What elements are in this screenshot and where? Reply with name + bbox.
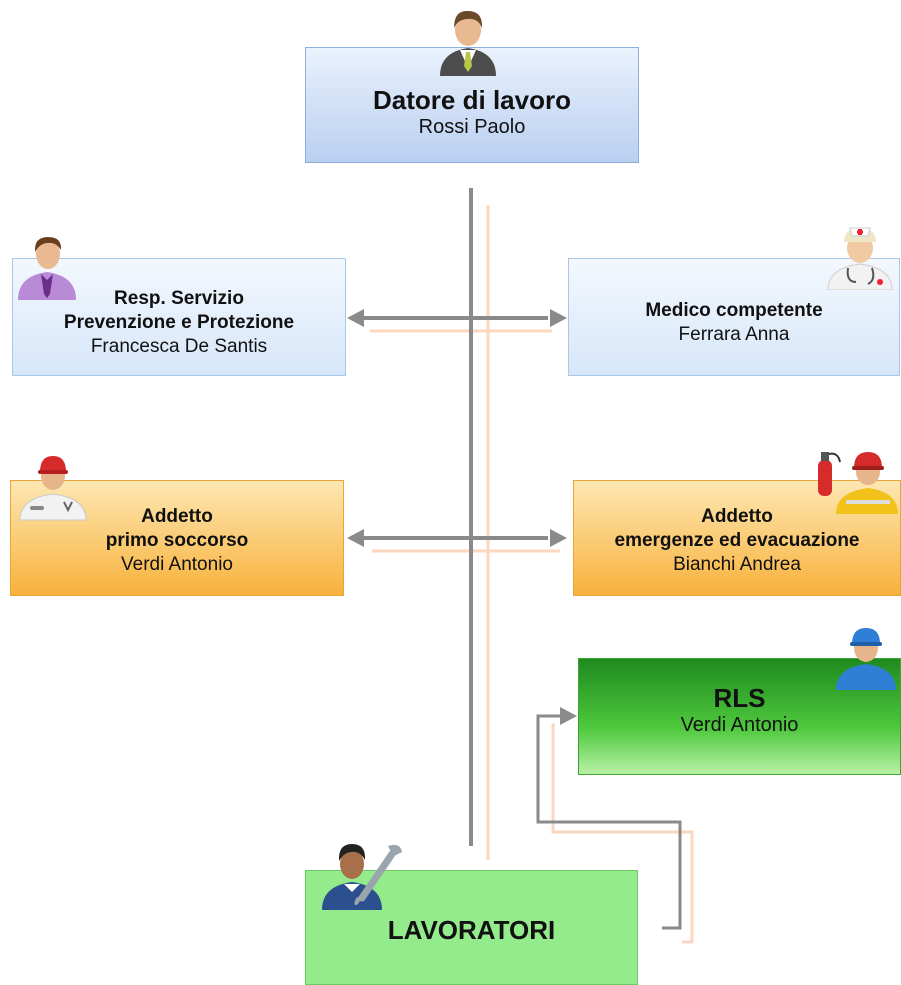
rspp-role-line2: Prevenzione e Protezione	[63, 311, 295, 333]
worker-wrench-icon	[322, 844, 402, 910]
rspp-role-line1: Resp. Servizio	[114, 287, 244, 309]
primo-soccorso-role-line1: Addetto	[141, 505, 213, 527]
medico-role: Medico competente	[645, 299, 823, 321]
primo-soccorso-name: Verdi Antonio	[121, 553, 233, 575]
lavoratori-role: LAVORATORI	[387, 914, 556, 945]
rspp-box: Resp. Servizio Prevenzione e Protezione …	[12, 258, 346, 376]
first-aid-worker-icon	[19, 456, 87, 521]
firefighter-icon	[818, 452, 898, 514]
worker-helmet-icon	[836, 628, 896, 690]
primo-soccorso-role-line2: primo soccorso	[105, 529, 249, 551]
arrow-right-medico	[550, 309, 567, 327]
employee-purple-shirt-icon	[18, 237, 76, 300]
rls-name: Verdi Antonio	[680, 714, 799, 736]
boss-box: Datore di lavoro Rossi Paolo	[305, 47, 639, 163]
boss-name: Rossi Paolo	[418, 115, 526, 138]
businessman-icon	[440, 10, 496, 76]
arrow-left-rspp	[347, 309, 364, 327]
nurse-icon	[827, 227, 893, 290]
boss-role: Datore di lavoro	[373, 84, 571, 115]
emergenze-name: Bianchi Andrea	[673, 553, 801, 575]
arrow-right-rls	[560, 707, 577, 725]
arrow-right-emergenze	[550, 529, 567, 547]
arrow-left-primo-soccorso	[347, 529, 364, 547]
emergenze-role-line2: emergenze ed evacuazione	[614, 529, 860, 551]
rls-role: RLS	[713, 683, 766, 713]
emergenze-role-line1: Addetto	[701, 505, 773, 527]
medico-name: Ferrara Anna	[678, 323, 790, 345]
rspp-name: Francesca De Santis	[90, 335, 268, 357]
